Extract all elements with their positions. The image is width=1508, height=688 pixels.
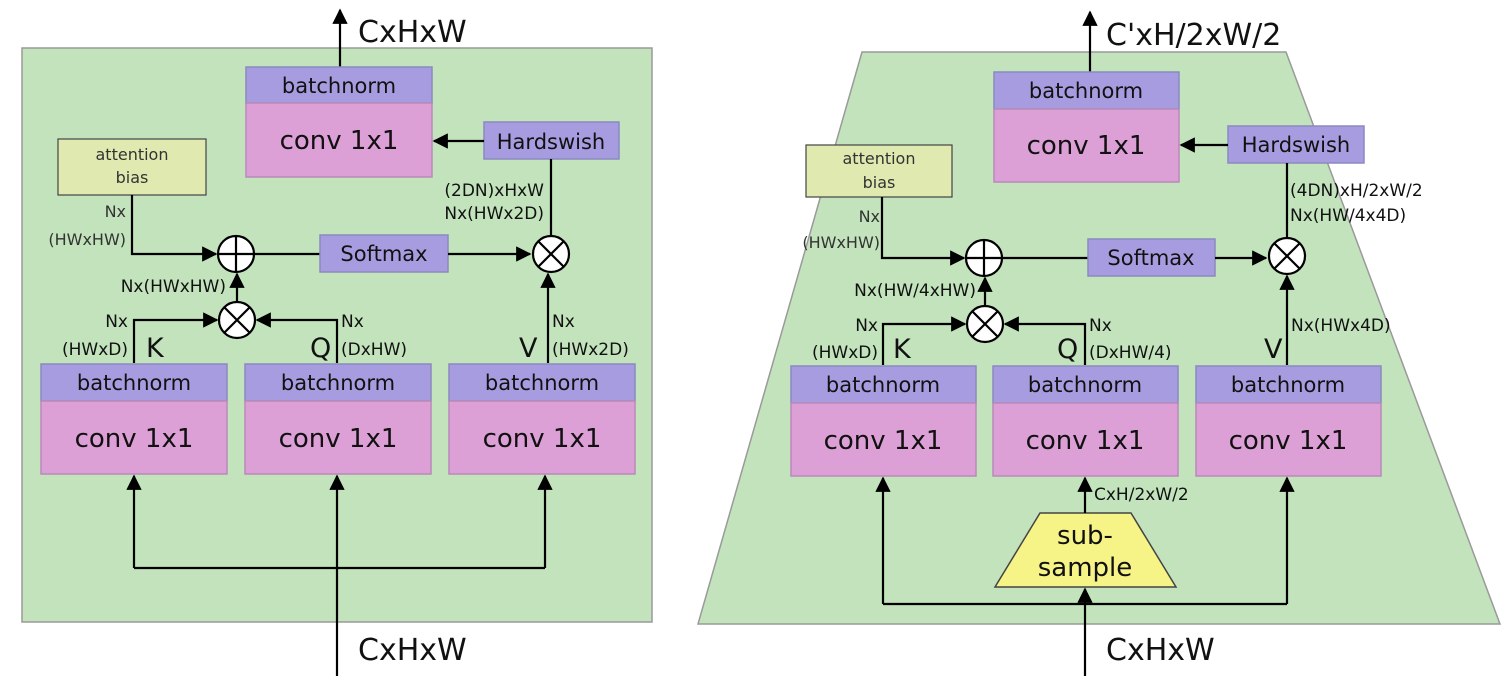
left-softmax-box	[319, 234, 449, 273]
right-out-conv-box	[993, 108, 1180, 183]
left-q-shape-line2: (DxHW)	[341, 340, 407, 360]
right-k-conv-box	[790, 402, 977, 477]
right-attention-bias-line1: attention	[843, 149, 916, 168]
left-out-batchnorm-box	[245, 66, 433, 104]
right-k-label: K	[893, 334, 912, 365]
right-hardswish-box	[1227, 125, 1365, 164]
right-input-shape: CxHxW	[1106, 633, 1215, 668]
right-softmax-label: Softmax	[1107, 246, 1194, 270]
right-k-shape-line2: (HWxD)	[812, 343, 878, 363]
left-bias-shape-line1: Nx	[105, 202, 126, 221]
right-k-shape-line1: Nx	[855, 316, 878, 336]
right-v-conv-box	[1195, 402, 1382, 477]
right-attention-bias-line2: bias	[863, 173, 896, 192]
left-add-operator	[216, 234, 256, 274]
left-q-conv-box	[244, 400, 432, 475]
right-q-batchnorm-box	[992, 365, 1179, 404]
left-out-shape-line1: (2DN)xHxW	[444, 181, 544, 201]
left-q-batchnorm-label: batchnorm	[281, 371, 395, 395]
right-q-to-mult-arrow	[1003, 316, 1087, 365]
left-k-conv-box	[40, 400, 228, 475]
left-v-batchnorm-label: batchnorm	[485, 371, 599, 395]
left-qk-multiply-operator	[217, 300, 257, 340]
left-attention-bias-line2: bias	[116, 168, 149, 187]
left-q-to-mult-arrow	[255, 312, 339, 363]
left-k-shape-line1: Nx	[105, 312, 128, 332]
left-out-batchnorm-label: batchnorm	[282, 74, 396, 98]
left-v-conv-label: conv 1x1	[483, 424, 602, 454]
right-q-shape-line2: (DxHW/4)	[1089, 343, 1172, 363]
left-q-batchnorm-box	[244, 363, 432, 402]
left-q-shape-line1: Nx	[341, 312, 364, 332]
right-attention-block: C'xH/2xW/2 batchnorm conv 1x1 Hardswish …	[697, 10, 1502, 676]
left-input-shape: CxHxW	[358, 633, 467, 668]
right-q-conv-box	[992, 402, 1179, 477]
left-k-conv-label: conv 1x1	[75, 424, 194, 454]
left-attn-shape: Nx(HWxHW)	[121, 277, 226, 297]
right-attn-shape: Nx(HW/4xHW)	[854, 281, 976, 301]
right-q-conv-label: conv 1x1	[1026, 426, 1145, 456]
right-subsample-trapezoid	[993, 512, 1178, 588]
right-k-batchnorm-box	[790, 365, 977, 404]
left-attention-bias-line1: attention	[96, 145, 169, 164]
right-out-shape-line2: Nx(HW/4x4D)	[1290, 206, 1406, 226]
left-attn-v-multiply-operator	[531, 234, 571, 274]
right-k-conv-label: conv 1x1	[824, 426, 943, 456]
right-v-label: V	[1264, 334, 1283, 365]
right-bias-shape-line2: (HWxHW)	[802, 233, 880, 252]
left-out-conv-label: conv 1x1	[280, 126, 399, 156]
left-q-label: Q	[310, 333, 331, 364]
right-subsample-shape: CxH/2xW/2	[1094, 485, 1189, 505]
left-out-conv-box	[245, 102, 433, 178]
left-out-shape-line2: Nx(HWx2D)	[444, 204, 544, 224]
right-output-shape: C'xH/2xW/2	[1106, 18, 1281, 53]
right-subsample-line2: sample	[1038, 553, 1133, 583]
left-k-batchnorm-label: batchnorm	[77, 371, 191, 395]
left-softmax-label: Softmax	[340, 242, 427, 266]
left-q-conv-label: conv 1x1	[279, 424, 398, 454]
right-v-shape: Nx(HWx4D)	[1291, 316, 1391, 336]
right-subsample-line1: sub-	[1057, 521, 1113, 551]
left-k-batchnorm-box	[40, 363, 228, 402]
left-output-shape: CxHxW	[358, 15, 467, 50]
right-v-conv-label: conv 1x1	[1229, 426, 1348, 456]
right-q-label: Q	[1057, 334, 1078, 365]
right-attn-v-multiply-operator	[1267, 236, 1307, 276]
right-out-batchnorm-label: batchnorm	[1029, 79, 1143, 103]
right-hardswish-label: Hardswish	[1242, 133, 1350, 157]
left-k-shape-line2: (HWxD)	[62, 340, 128, 360]
left-bias-to-add-arrow	[130, 195, 218, 262]
left-k-to-mult-arrow	[132, 312, 219, 363]
right-k-batchnorm-label: batchnorm	[826, 373, 940, 397]
right-out-conv-label: conv 1x1	[1027, 131, 1146, 161]
left-bias-shape-line2: (HWxHW)	[48, 230, 126, 249]
right-bias-shape-line1: Nx	[859, 207, 880, 226]
right-bias-to-add-arrow	[880, 197, 966, 266]
right-q-shape-line1: Nx	[1089, 316, 1112, 336]
left-v-label: V	[519, 333, 538, 364]
left-v-shape-line1: Nx	[552, 312, 575, 332]
right-attention-bias-box	[805, 144, 953, 198]
right-v-batchnorm-label: batchnorm	[1231, 373, 1345, 397]
left-v-shape-line2: (HWx2D)	[552, 340, 629, 360]
left-attention-block: CxHxW batchnorm conv 1x1 Hardswish atten…	[21, 8, 653, 676]
left-k-label: K	[146, 333, 165, 364]
right-softmax-box	[1087, 238, 1216, 277]
left-v-conv-box	[448, 400, 636, 475]
right-v-batchnorm-box	[1195, 365, 1382, 404]
right-qk-multiply-operator	[965, 304, 1005, 344]
right-k-to-mult-arrow	[881, 316, 967, 365]
right-q-batchnorm-label: batchnorm	[1028, 373, 1142, 397]
right-add-operator	[964, 238, 1004, 278]
right-out-shape-line1: (4DN)xH/2xW/2	[1290, 181, 1423, 201]
left-hardswish-label: Hardswish	[497, 130, 605, 154]
